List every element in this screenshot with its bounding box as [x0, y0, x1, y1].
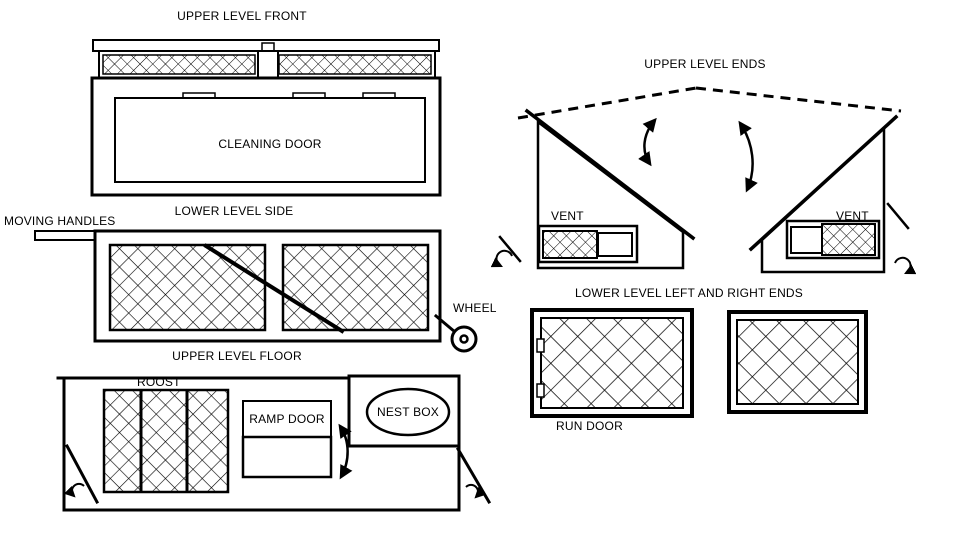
nest-box-label: NEST BOX — [377, 405, 439, 419]
swing-curl-icon — [490, 249, 513, 268]
wheel-label: WHEEL — [453, 301, 497, 315]
vent-slide-right — [790, 226, 823, 254]
front-window-divider — [257, 50, 279, 79]
end-panel-right-prop — [886, 202, 910, 230]
front-window-left — [102, 54, 256, 75]
swing-curl-icon — [63, 482, 85, 498]
view-upper-level-ends: UPPER LEVEL ENDS VENT VENT — [490, 57, 917, 275]
vent-right-label: VENT — [836, 209, 869, 223]
run-door-hinge — [536, 338, 545, 353]
swing-curl-icon — [894, 256, 917, 275]
lower-level-side-title: LOWER LEVEL SIDE — [175, 204, 294, 218]
floor-leg-right — [455, 446, 492, 505]
upper-level-ends-title: UPPER LEVEL ENDS — [644, 57, 765, 71]
roost-label: ROOST — [137, 375, 181, 389]
end-panel-right-roof-edge — [748, 114, 899, 252]
ramp-door-label-box — [242, 400, 332, 438]
wheel-hub — [459, 334, 469, 344]
moving-handle — [34, 230, 98, 241]
ramp-door-panel — [241, 435, 333, 479]
cleaning-door-label: CLEANING DOOR — [218, 137, 321, 151]
view-upper-level-floor: UPPER LEVEL FLOOR ROOST RAMP DOOR NEST B… — [56, 349, 492, 512]
run-door-label: RUN DOOR — [556, 419, 623, 433]
view-upper-level-front: UPPER LEVEL FRONT CLEANING DOOR — [90, 9, 442, 197]
front-latch-icon — [261, 42, 275, 52]
diagonal-brace — [203, 243, 345, 334]
nest-box-ellipse — [365, 387, 451, 437]
cleaning-door-panel — [114, 97, 426, 183]
floor-leg-left — [64, 443, 100, 505]
upper-level-floor-title: UPPER LEVEL FLOOR — [172, 349, 302, 363]
run-door-hinge — [536, 383, 545, 398]
ramp-swing-arrow-icon — [338, 423, 353, 480]
vent-slide-left — [597, 232, 633, 257]
ramp-door-label: RAMP DOOR — [249, 412, 325, 426]
end-panel-left-roof-edge — [524, 108, 696, 241]
end-mesh-panel — [736, 319, 859, 405]
lower-level-ends-title: LOWER LEVEL LEFT AND RIGHT ENDS — [575, 286, 803, 300]
roost-panel — [102, 388, 230, 494]
floor-outline — [62, 376, 461, 512]
view-lower-level-side: LOWER LEVEL SIDE MOVING HANDLES WHEEL — [4, 204, 497, 353]
side-mesh-right — [281, 243, 430, 332]
roof-dashed-right — [695, 86, 902, 113]
front-window-right — [278, 54, 432, 75]
roof-dashed-left — [517, 86, 697, 120]
view-lower-level-ends: LOWER LEVEL LEFT AND RIGHT ENDS RUN DOOR — [530, 286, 868, 433]
moving-handles-label: MOVING HANDLES — [4, 214, 116, 228]
vent-left-label: VENT — [551, 209, 584, 223]
swing-curl-icon — [465, 483, 487, 499]
vent-screen-right — [821, 223, 876, 256]
upper-level-front-title: UPPER LEVEL FRONT — [177, 9, 307, 23]
end-panel-left-prop — [498, 235, 522, 263]
swing-arrow-right-icon — [738, 120, 758, 193]
run-door-mesh — [540, 317, 684, 409]
vent-screen-left — [542, 230, 598, 259]
side-mesh-left — [108, 243, 267, 332]
swing-arrow-left-icon — [638, 117, 657, 167]
